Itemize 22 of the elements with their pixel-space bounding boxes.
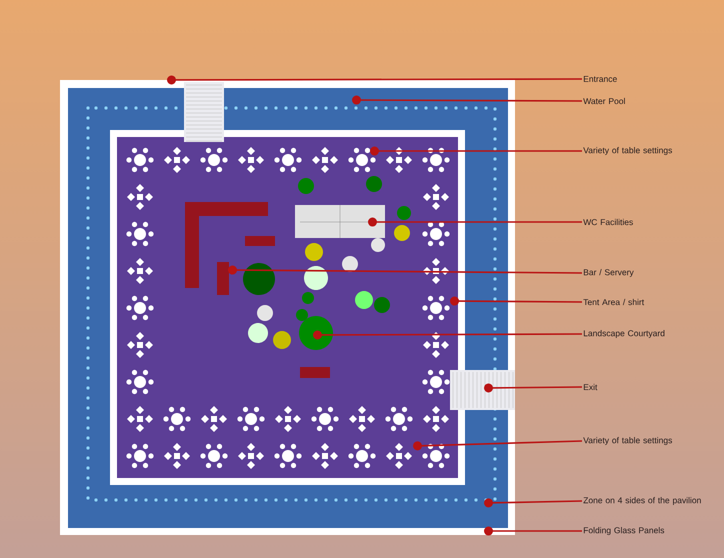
- callout-label: Folding Glass Panels: [584, 527, 664, 535]
- leader-line: [167, 76, 582, 84]
- leader-line: [313, 330, 582, 340]
- leader-line: [228, 266, 582, 275]
- leader-line: [484, 383, 582, 392]
- callout-label: Tent Area / shirt: [583, 298, 644, 306]
- leader-line: [413, 440, 582, 450]
- callout-label: Landscape Courtyard: [584, 330, 664, 338]
- leader-line: [484, 498, 582, 508]
- leader-line: [352, 96, 582, 105]
- callout-label: Bar / Servery: [584, 269, 634, 277]
- callout-label: WC Facilities: [583, 218, 633, 226]
- leader-line: [450, 296, 582, 306]
- callout-label: Variety of table settings: [583, 437, 672, 445]
- callout-label: Water Pool: [583, 98, 625, 104]
- leader-line: [484, 526, 582, 536]
- leader-line: [370, 146, 582, 156]
- leader-line: [368, 218, 582, 226]
- callout-label: Zone on 4 sides of the pavilion: [583, 497, 701, 505]
- callout-label: Variety of table settings: [583, 147, 672, 155]
- callout-label: Entrance: [584, 76, 617, 82]
- callout-label: Exit: [584, 384, 598, 390]
